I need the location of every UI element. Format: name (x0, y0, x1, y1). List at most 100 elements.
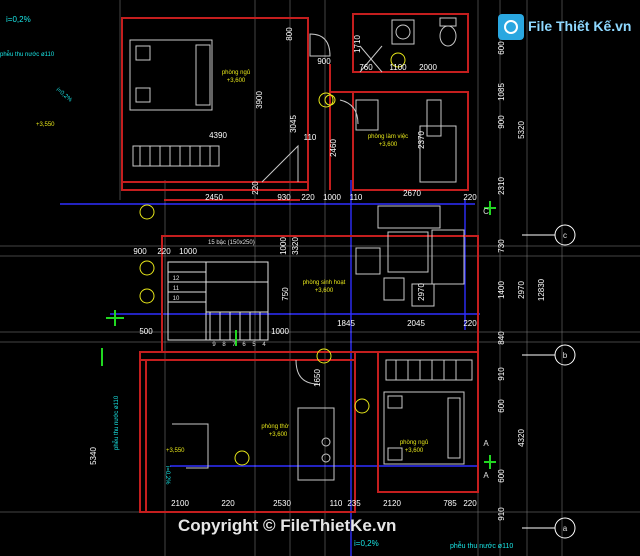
bedroom-2-walls (377, 351, 479, 493)
slope-note-bottom-mid: i=0,2% (354, 539, 379, 548)
copyright-watermark: Copyright © FileThietKe.vn (178, 516, 397, 535)
dim-3045: 3045 (289, 115, 298, 133)
dim-3900: 3900 (255, 91, 264, 109)
stair-number: 10 (173, 296, 180, 302)
stair-number: 8 (222, 342, 226, 348)
dim-r910: 910 (497, 367, 506, 381)
dim-r600: 600 (497, 41, 506, 55)
axis-label-b: b (563, 351, 568, 360)
dim-3320: 3320 (291, 237, 300, 255)
markers (139, 52, 406, 466)
room-4-level: +3,600 (269, 432, 288, 438)
grid-lines (60, 180, 480, 556)
dim-2450: 2450 (205, 193, 223, 202)
dim-900: 900 (133, 247, 147, 256)
dim-930: 930 (277, 193, 291, 202)
stair-number: 6 (242, 342, 246, 348)
slope-note-top: i=0,2% (6, 15, 31, 24)
pipe-note-top: phễu thu nước ø110 (0, 51, 55, 58)
stair-number: 9 (212, 342, 216, 348)
work-room-walls (352, 91, 469, 191)
dim-110b: 110 (304, 133, 317, 142)
room-4-name: phòng thờ (261, 424, 288, 430)
dim-r730: 730 (497, 239, 506, 253)
dim-220e: 220 (463, 319, 477, 328)
dim-r600c: 600 (497, 469, 506, 483)
dim-1000b: 1000 (179, 247, 197, 256)
room-1-name: phòng ngủ (222, 69, 250, 76)
dim-1650: 1650 (313, 369, 322, 387)
stair-number: 11 (173, 286, 180, 292)
dimensions: 4390 3900 3045 2460 2370 2450 930 220 22… (89, 27, 546, 521)
pipe-note-left: phễu thu nước ø110 (113, 395, 120, 450)
level-left: +3,550 (36, 122, 55, 128)
walls (121, 13, 479, 513)
dim-220d: 220 (157, 247, 171, 256)
room-5-level: +3,600 (405, 448, 424, 454)
bedroom-1-furniture (129, 39, 299, 183)
logo-icon (498, 14, 524, 40)
level-left-2: +3,550 (166, 448, 185, 454)
prayer-room-furniture (172, 359, 335, 481)
work-room-furniture (339, 99, 457, 183)
room-1-level: +3,600 (227, 78, 246, 84)
room-2-level: +3,600 (379, 142, 398, 148)
dim-110c: 110 (330, 499, 343, 508)
dim-1710: 1710 (353, 35, 362, 53)
dim-2530: 2530 (273, 499, 291, 508)
dim-750: 750 (281, 287, 290, 301)
axis-label-A1: A (483, 439, 489, 448)
dim-1845: 1845 (337, 319, 355, 328)
dim-800: 800 (285, 27, 294, 41)
dim-r2310: 2310 (497, 177, 506, 195)
dim-r900: 900 (497, 115, 506, 129)
dim-r910b: 910 (497, 507, 506, 521)
axis-label-A2: A (483, 471, 489, 480)
dim-2970: 2970 (417, 283, 426, 301)
dim-500: 500 (139, 327, 153, 336)
dim-r840: 840 (497, 331, 506, 345)
filethietke-logo: File Thiết Kế.vn (498, 14, 631, 42)
dim-2045: 2045 (407, 319, 425, 328)
dim-2120: 2120 (383, 499, 401, 508)
dim-220g: 220 (463, 499, 477, 508)
axis-label-a: a (563, 524, 568, 533)
bedroom-2-furniture (383, 359, 473, 465)
axis-label-c: c (563, 231, 567, 240)
axis-labels: c b a A A C (483, 207, 568, 533)
dim-r2970: 2970 (517, 281, 526, 299)
hall-furniture (355, 205, 465, 307)
hall-walls (161, 235, 479, 353)
stair-number: 12 (173, 276, 180, 282)
slope-note-diag: i=0,2% (55, 87, 74, 104)
dim-r600b: 600 (497, 399, 506, 413)
dim-220a: 220 (251, 181, 260, 195)
dim-l5340: 5340 (89, 447, 98, 465)
dim-2460: 2460 (329, 139, 338, 157)
prayer-room-walls (139, 351, 356, 513)
dim-110a: 110 (350, 193, 363, 202)
dim-1000a: 1000 (323, 193, 341, 202)
dim-2000: 2000 (419, 63, 437, 72)
room-labels: phòng ngủ +3,600 phòng làm việc +3,600 p… (222, 69, 428, 454)
stair-number: 7 (232, 342, 236, 348)
pipe-note-bottom: phễu thu nước ø110 (450, 541, 513, 550)
stair-number: 4 (262, 342, 266, 348)
dim-r1400: 1400 (497, 281, 506, 299)
dim-220c: 220 (463, 193, 477, 202)
dim-r4320: 4320 (517, 429, 526, 447)
axis-bubbles (522, 224, 576, 539)
dim-2100: 2100 (171, 499, 189, 508)
dim-220f: 220 (221, 499, 235, 508)
dim-2370: 2370 (417, 131, 426, 149)
dim-r1085: 1085 (497, 83, 506, 101)
dim-900b: 900 (317, 57, 331, 66)
green-ticks (101, 201, 496, 469)
stair-number: 5 (252, 342, 256, 348)
wc-walls (352, 13, 469, 73)
dim-1000c: 1000 (271, 327, 289, 336)
slope-note-bottom: i=0,2% (164, 466, 170, 485)
staircase (167, 261, 269, 341)
